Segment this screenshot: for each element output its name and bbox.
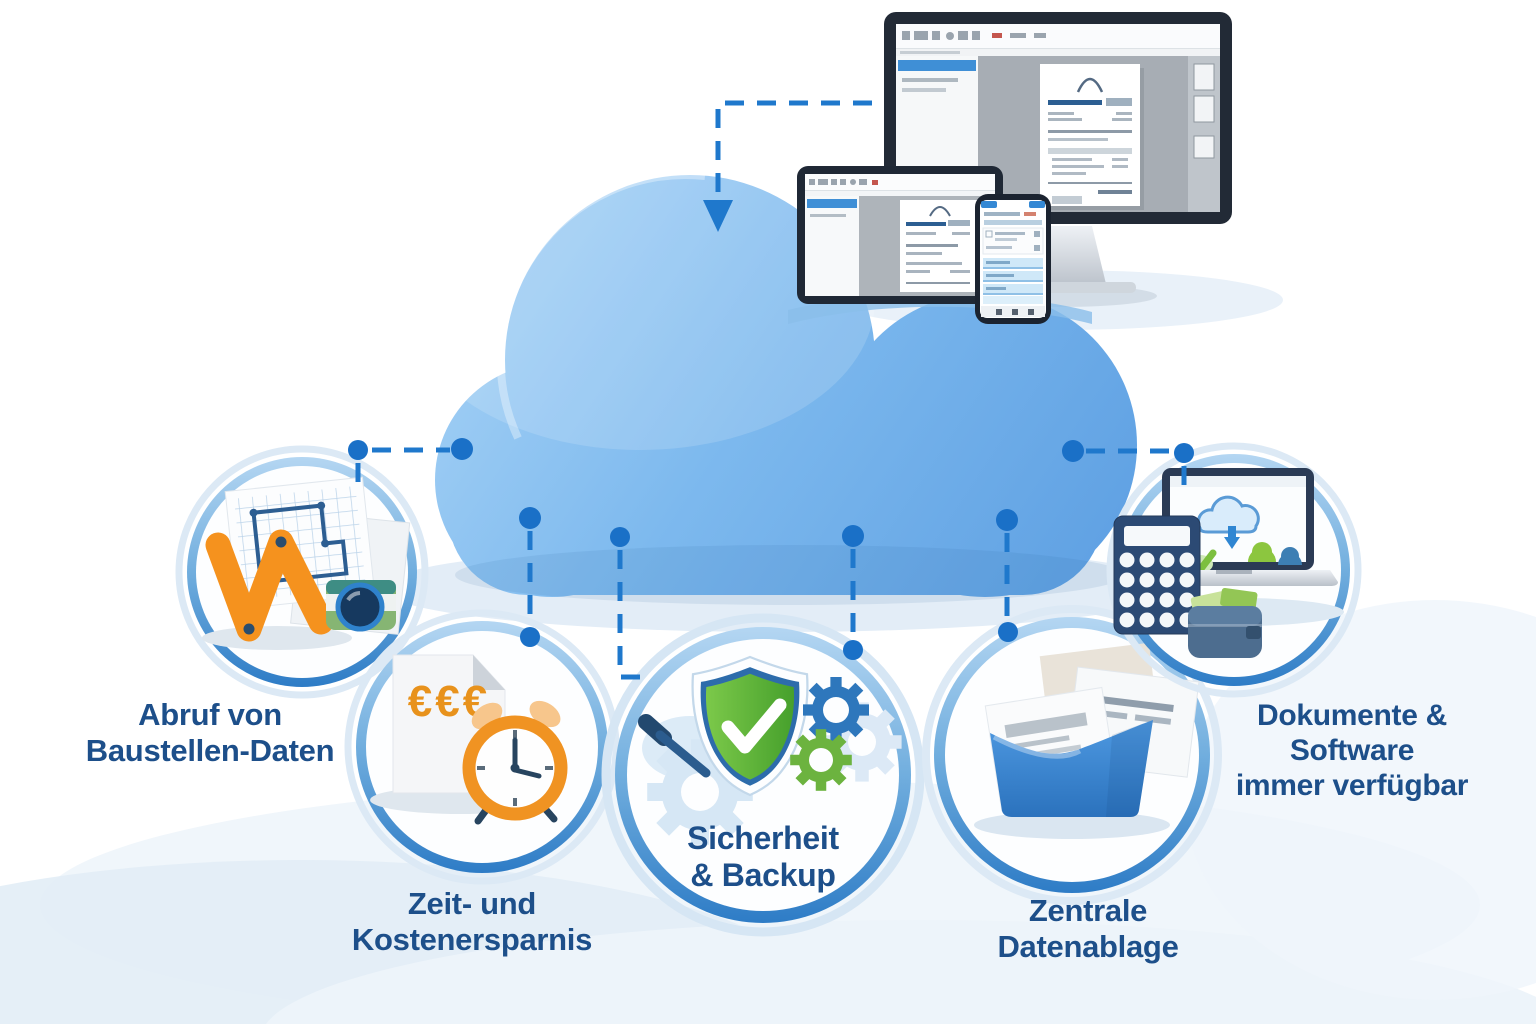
feature-circle-time-cost-savings: €€€ — [344, 609, 620, 885]
label-line: Abruf von — [138, 697, 282, 732]
feature-circle-central-storage — [922, 605, 1222, 905]
wallet-icon — [1188, 587, 1262, 658]
label-line: Sicherheit — [687, 820, 839, 856]
tablet-document-page — [900, 200, 980, 292]
label-documents-software: Dokumente & Software immer verfügbar — [1202, 699, 1502, 803]
monitor-thumbnails-panel — [1188, 56, 1220, 212]
label-line: Zentrale — [1028, 893, 1148, 928]
alarm-clock-icon — [462, 700, 568, 825]
label-line: Zeit- und — [407, 886, 537, 921]
users-icon — [1248, 542, 1302, 565]
monitor-toolbar — [896, 24, 1220, 54]
connector-dots — [348, 438, 1194, 660]
label-security-backup: Sicherheit & Backup — [640, 820, 886, 894]
shield-gears-icon — [638, 655, 902, 845]
smartphone-device — [975, 194, 1051, 324]
cloud-icon — [405, 150, 1137, 605]
tablet-device — [788, 166, 1092, 324]
label-line: immer verfügbar — [1235, 768, 1469, 802]
measuring-tools-camera-icon — [202, 476, 411, 650]
shield-check-icon — [691, 655, 809, 797]
feature-circle-construction-data — [175, 445, 429, 699]
screwdriver-icon — [638, 714, 711, 778]
label-construction-data: Abruf von Baustellen-Daten — [50, 697, 370, 769]
calculator-icon — [1113, 515, 1201, 635]
folder-documents-icon — [974, 642, 1200, 839]
phone-list-rows — [983, 258, 1043, 304]
connectors — [355, 100, 1187, 680]
feature-circle-security-backup — [601, 613, 925, 937]
label-line: Baustellen-Daten — [85, 732, 335, 768]
connector-cloud-to-security-left — [617, 550, 649, 680]
folding-ruler-icon — [202, 529, 352, 650]
arrow-down-icon — [703, 200, 733, 232]
feature-circle-documents-software — [1106, 442, 1362, 698]
label-line: & Backup — [690, 857, 836, 894]
label-time-cost-savings: Zeit- und Kostenersparnis — [322, 886, 622, 958]
label-line: Datenablage — [997, 928, 1179, 964]
label-central-storage: Zentrale Datenablage — [938, 893, 1238, 965]
label-line: Software — [1289, 733, 1415, 767]
label-line: Dokumente & — [1256, 699, 1448, 732]
phone-card — [982, 227, 1044, 255]
label-line: Kostenersparnis — [351, 921, 593, 957]
camera-icon — [326, 580, 396, 632]
cloud-download-icon — [1196, 495, 1260, 549]
monitor-document-page — [1040, 64, 1144, 210]
laptop-calculator-wallet-icon — [1113, 468, 1344, 658]
euro-document-alarm-clock-icon: €€€ — [370, 654, 568, 825]
